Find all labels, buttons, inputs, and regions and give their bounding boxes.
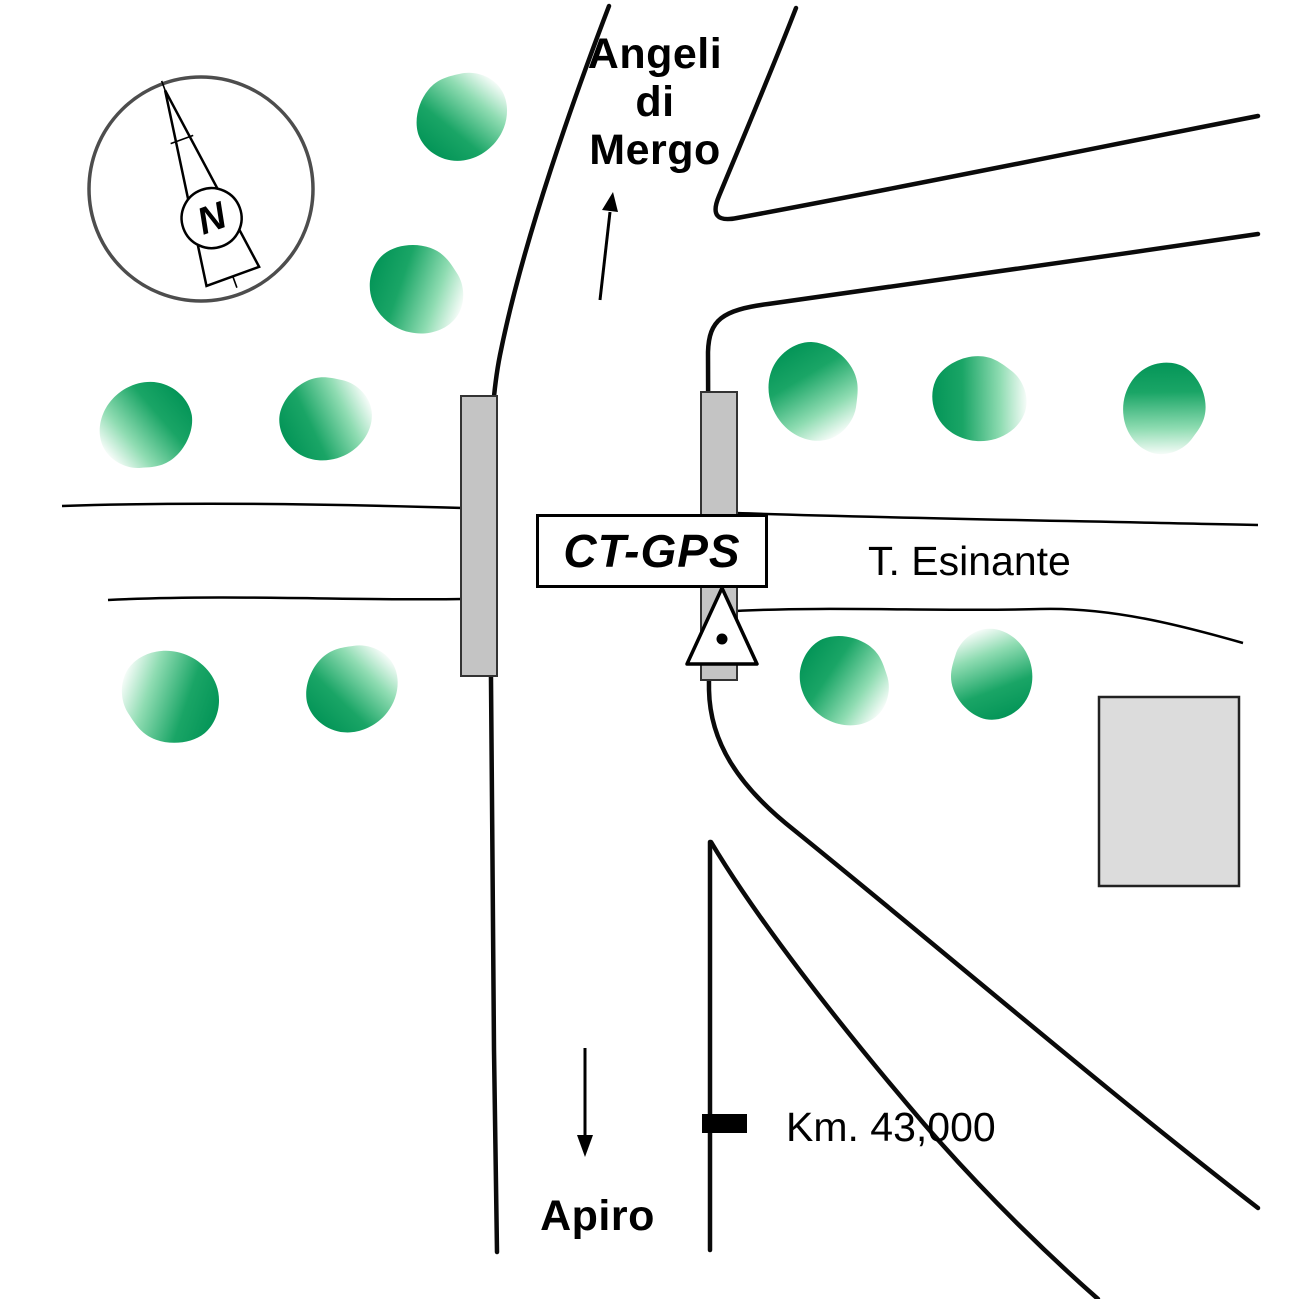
- south-arrowhead-icon: [577, 1135, 593, 1157]
- southeast-branch-lower-edge: [708, 839, 1101, 1299]
- direction-arrows: [577, 192, 618, 1157]
- survey-marker-icon: [685, 586, 759, 666]
- tree-icon: [264, 357, 387, 480]
- destination-label-north: Angeli di Mergo: [545, 30, 765, 174]
- river-lines: [61, 502, 1259, 645]
- station-label-box: CT-GPS: [536, 514, 768, 588]
- tree-icon: [1105, 348, 1224, 468]
- tree-icon: [88, 368, 203, 483]
- north-label-line1: Angeli: [587, 30, 723, 78]
- tree-icon: [297, 633, 407, 744]
- km-tick-marker: [702, 1114, 747, 1133]
- tree-icon: [749, 327, 878, 456]
- north-arrow-icon: [598, 211, 612, 301]
- compass-tick: [170, 134, 194, 145]
- river-name-label: T. Esinante: [868, 538, 1071, 584]
- river-upper-bank-west: [61, 502, 464, 510]
- tree-icon: [363, 236, 470, 342]
- bridge-parapet-west: [460, 395, 498, 677]
- compass-needle: [163, 89, 261, 288]
- destination-label-south: Apiro: [540, 1192, 655, 1240]
- north-arrowhead-icon: [602, 192, 618, 212]
- tree-icon: [410, 64, 514, 169]
- km-marker-label: Km. 43,000: [786, 1104, 996, 1150]
- river-lower-bank-east: [735, 607, 1244, 645]
- river-upper-bank-east: [735, 511, 1259, 527]
- north-label-line2: di: [635, 78, 675, 127]
- compass-hub: [180, 186, 243, 250]
- compass-ring: [87, 75, 315, 303]
- tree-icon: [795, 632, 894, 729]
- north-label-line3: Mergo: [589, 126, 721, 175]
- tree-icon: [931, 614, 1053, 735]
- tree-icon: [115, 642, 226, 752]
- compass-icon: N: [87, 75, 315, 303]
- main-road-west-edge: [487, 3, 612, 1255]
- survey-dot: [716, 633, 728, 645]
- building: [1097, 695, 1241, 888]
- survey-triangle: [685, 586, 759, 666]
- river-lower-bank-west: [107, 596, 464, 602]
- north-road-east-edge: [713, 5, 1261, 222]
- tree-icon: [917, 338, 1041, 460]
